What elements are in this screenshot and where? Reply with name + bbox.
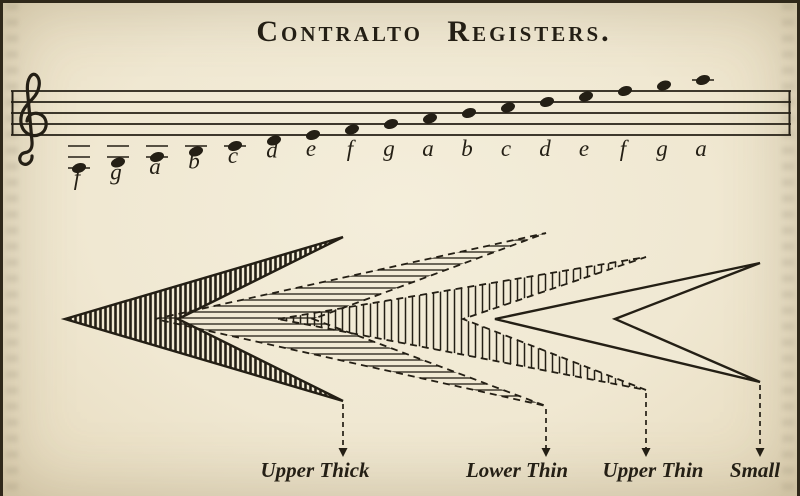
note-letter: b bbox=[461, 136, 473, 161]
pointer-head-lower-thin bbox=[541, 448, 551, 457]
registers-figure: f g a b c d e f g a b c d e f g a Upper Thick Lower Thin… bbox=[11, 72, 791, 482]
note-letter: b bbox=[188, 149, 200, 174]
treble-clef-icon bbox=[18, 72, 48, 166]
pointer-head-upper-thin bbox=[641, 448, 651, 457]
note-head bbox=[111, 157, 125, 168]
staff-lines bbox=[11, 90, 791, 136]
note-letters: f g a b c d e f g a b c d e f g a bbox=[74, 136, 707, 190]
note-letter: a bbox=[149, 154, 161, 179]
note-head bbox=[579, 91, 593, 102]
scan-smudge-left bbox=[6, 3, 18, 496]
pointer-head-small bbox=[755, 448, 765, 457]
register-arrow-small bbox=[494, 261, 761, 384]
note-head bbox=[462, 108, 476, 118]
register-label-lower-thin: Lower Thin bbox=[465, 458, 568, 482]
note-head bbox=[267, 135, 281, 146]
note-head bbox=[696, 75, 710, 85]
note-head bbox=[345, 124, 359, 135]
register-label-small: Small bbox=[730, 458, 780, 482]
note-letter: f bbox=[620, 136, 630, 161]
staff: f g a b c d e f g a b c d e f g a bbox=[11, 72, 791, 190]
note-letter: f bbox=[347, 136, 357, 161]
note-head bbox=[150, 152, 164, 162]
note-head bbox=[384, 119, 398, 129]
note-letter: e bbox=[579, 136, 589, 161]
note-head bbox=[618, 86, 632, 96]
register-label-upper-thick: Upper Thick bbox=[260, 458, 370, 482]
note-letter: g bbox=[383, 136, 395, 161]
note-head bbox=[228, 141, 242, 151]
note-letter: c bbox=[501, 136, 511, 161]
note-head bbox=[423, 113, 437, 124]
note-letter: a bbox=[422, 136, 434, 161]
note-letter: g bbox=[656, 136, 668, 161]
note-letter: f bbox=[74, 165, 84, 190]
register-arrow-upper-thin bbox=[277, 256, 647, 391]
note-head bbox=[501, 102, 515, 113]
page-title: Contralto Registers. bbox=[256, 15, 612, 48]
pointer-head-upper-thick bbox=[338, 448, 348, 457]
note-head bbox=[657, 80, 671, 91]
note-head bbox=[72, 163, 86, 173]
note-head bbox=[189, 146, 203, 157]
register-label-upper-thin: Upper Thin bbox=[603, 458, 704, 482]
registers-diagram: Upper Thick Lower Thin Upper Thin Small bbox=[60, 232, 780, 482]
note-letter: e bbox=[306, 136, 316, 161]
note-letter: c bbox=[228, 143, 238, 168]
note-head bbox=[306, 130, 320, 140]
note-head bbox=[540, 97, 554, 107]
scan-smudge-right bbox=[782, 3, 794, 496]
note-letter: d bbox=[539, 136, 551, 161]
note-heads bbox=[68, 75, 714, 173]
note-letter: d bbox=[266, 138, 278, 163]
note-letter: g bbox=[110, 160, 122, 185]
note-letter: a bbox=[695, 136, 707, 161]
